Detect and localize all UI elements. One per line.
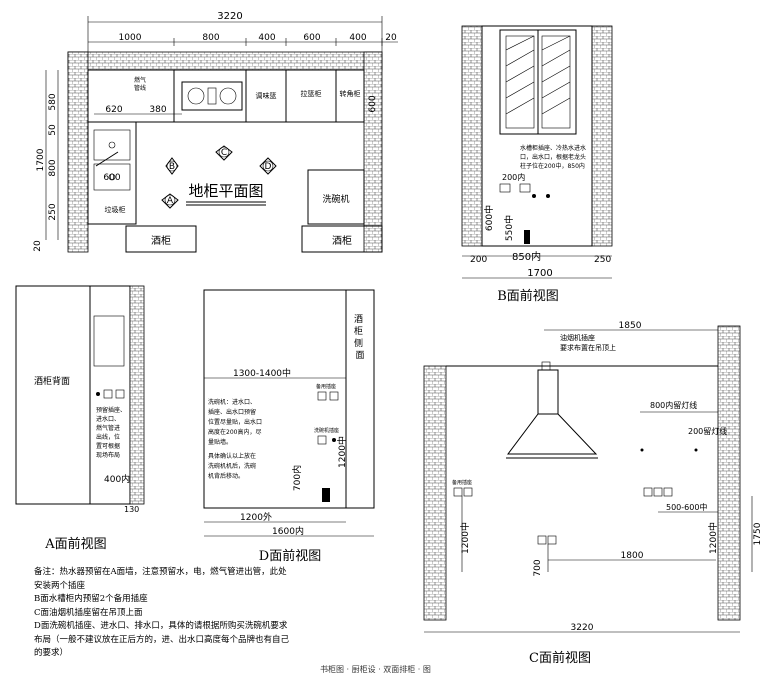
trash-label: 垃圾柜: [105, 205, 126, 214]
b-dim-250: 250: [594, 255, 611, 265]
corner-label: 转角柜: [340, 89, 361, 98]
dim-600-right: 600: [368, 95, 378, 112]
note-line-2: B面水槽柜内预留2个备用插座: [34, 594, 148, 604]
dim-380: 380: [149, 105, 166, 115]
c-dim-500: 500-600中: [666, 502, 707, 512]
b-dim-850: 850内: [512, 250, 541, 263]
view-b: 水槽柜插座、冷热水进水 口，出水口，根据老龙头 柱子位在200中，850内 20…: [461, 25, 613, 304]
dim-20: 20: [385, 33, 397, 43]
wine-left-label: 酒柜: [151, 234, 171, 247]
dim-800: 800: [202, 33, 219, 43]
dim-400: 400: [258, 33, 275, 43]
b-title: B面前视图: [497, 288, 559, 304]
right-wall: [363, 51, 383, 253]
marker-c: C: [221, 148, 227, 158]
note-line-1: 备注：热水器预留在A面墙，注意预留水，电，燃气管进出管，此处安装两个插座: [34, 567, 287, 591]
b-note: 水槽柜插座、冷热水进水 口，出水口，根据老龙头 柱子位在200中，850内: [520, 144, 588, 170]
c-title: C面前视图: [529, 650, 591, 666]
top-cabinet-run: [87, 69, 365, 123]
b-top-dim: 200内: [502, 172, 525, 182]
a-note: 预留插座、 进水口、 燃气管进 出线，位 置可根据 现场布局: [96, 406, 128, 459]
dim-580: 580: [48, 93, 58, 110]
gas-pipe: 燃气管线: [134, 76, 146, 92]
d-dim-1300: 1300-1400中: [233, 367, 291, 379]
view-a: 酒柜背面 预留插座、 进水口、 燃气管进 出线，位 置可根据 现场布局 400内…: [15, 285, 145, 552]
d-dim-1200: 1200外: [240, 511, 272, 523]
c-light1: 800内留灯线: [650, 400, 697, 410]
left-wall: [67, 51, 89, 253]
d-dim-1600: 1600内: [272, 525, 304, 537]
b-total: 1700: [527, 268, 552, 279]
dim-250: 250: [48, 203, 58, 220]
a-title: A面前视图: [44, 536, 106, 552]
b-dim-600: 600中: [483, 205, 495, 231]
c-dim-700: 700: [533, 559, 543, 576]
range-hood-chimney: [537, 369, 559, 415]
dim-50: 50: [48, 124, 58, 136]
c-total: 3220: [571, 623, 594, 633]
c-socket-label: 备用插座: [452, 479, 472, 486]
footer-text: 书柜图 · 厨柜设 · 双面排柜 · 图: [320, 665, 431, 674]
d-title: D面前视图: [259, 548, 321, 564]
top-wall: [67, 51, 383, 71]
a-wine-back: 酒柜背面: [34, 375, 70, 387]
a-side-dim: 130: [124, 505, 139, 514]
c-light2: 200留灯线: [688, 426, 727, 436]
d-wine-side: 酒 柜 侧 面: [354, 314, 366, 361]
total-width: 3220: [217, 11, 242, 22]
dim-20v: 20: [33, 240, 43, 252]
wine-cabinet-right: [301, 225, 383, 253]
a-bottom-dim: 400内: [104, 473, 130, 485]
c-hood-note: 油烟机插座 要求布置在吊顶上: [560, 333, 616, 352]
dishwasher-label: 洗碗机: [322, 193, 349, 205]
view-d: 酒 柜 侧 面 1300-1400中 备用插座 洗碗机：进水口、 插座、出水口预…: [203, 289, 375, 564]
c-dim-1200l: 1200中: [459, 522, 471, 554]
c-dim-1750: 1750: [753, 522, 763, 545]
c-dim-1800: 1800: [621, 551, 644, 561]
b-dim-550: 550中: [503, 215, 515, 241]
marker-d: D: [265, 162, 272, 172]
view-c: 1850 油烟机插座 要求布置在吊顶上 800内留灯线 200留灯线 备用插座 …: [423, 321, 763, 666]
d-note: 洗碗机：进水口、 插座、出水口预留 位置尽量贴，出水口 高度在200高内，尽 量…: [208, 398, 264, 480]
sink-bowl-top: [93, 129, 131, 161]
dim-800v: 800: [48, 159, 58, 176]
sink-bowl-bottom: [93, 163, 131, 191]
marker-b: B: [169, 162, 175, 172]
d-dw-socket: 洗碗机插座: [314, 427, 339, 434]
dim-600-sink: 600: [103, 173, 120, 183]
d-socket-label: 备用插座: [316, 383, 336, 390]
pull-basket-label: 拉篮柜: [301, 89, 322, 98]
sink-cabinet: [87, 121, 137, 225]
dishwasher: [307, 169, 365, 225]
note-line-4: D面洗碗机插座、进水口、排水口，具体的请根据所购买洗碗机要求布局（一般不建议放在…: [34, 621, 290, 658]
dim-1000: 1000: [119, 33, 142, 43]
plan-title: 地柜平面图: [188, 182, 263, 200]
floor-plan: 3220 1000 800 400 600 400 20 洗碗机: [33, 11, 398, 253]
dim-620: 620: [105, 105, 122, 115]
c-top-dim: 1850: [619, 321, 642, 331]
c-dim-1200r: 1200中: [707, 522, 719, 554]
b-dim-200: 200: [470, 255, 487, 265]
d-dim-1200v: 1200中: [336, 436, 348, 468]
range-hood: [507, 413, 598, 455]
gas-stove: [181, 81, 243, 111]
marker-a: A: [167, 196, 174, 206]
dim-600: 600: [303, 33, 320, 43]
note-line-3: C面油烟机插座留在吊顶上面: [34, 607, 143, 618]
seasoning-label: 调味篮: [256, 91, 277, 100]
wine-right-label: 酒柜: [332, 234, 352, 247]
d-dim-700: 700内: [291, 465, 303, 491]
notes-block: 备注：热水器预留在A面墙，注意预留水，电，燃气管进出管，此处安装两个插座 B面水…: [34, 566, 294, 661]
dim-1700: 1700: [36, 148, 46, 171]
wine-cabinet-left: [125, 225, 197, 253]
dim-400b: 400: [349, 33, 366, 43]
